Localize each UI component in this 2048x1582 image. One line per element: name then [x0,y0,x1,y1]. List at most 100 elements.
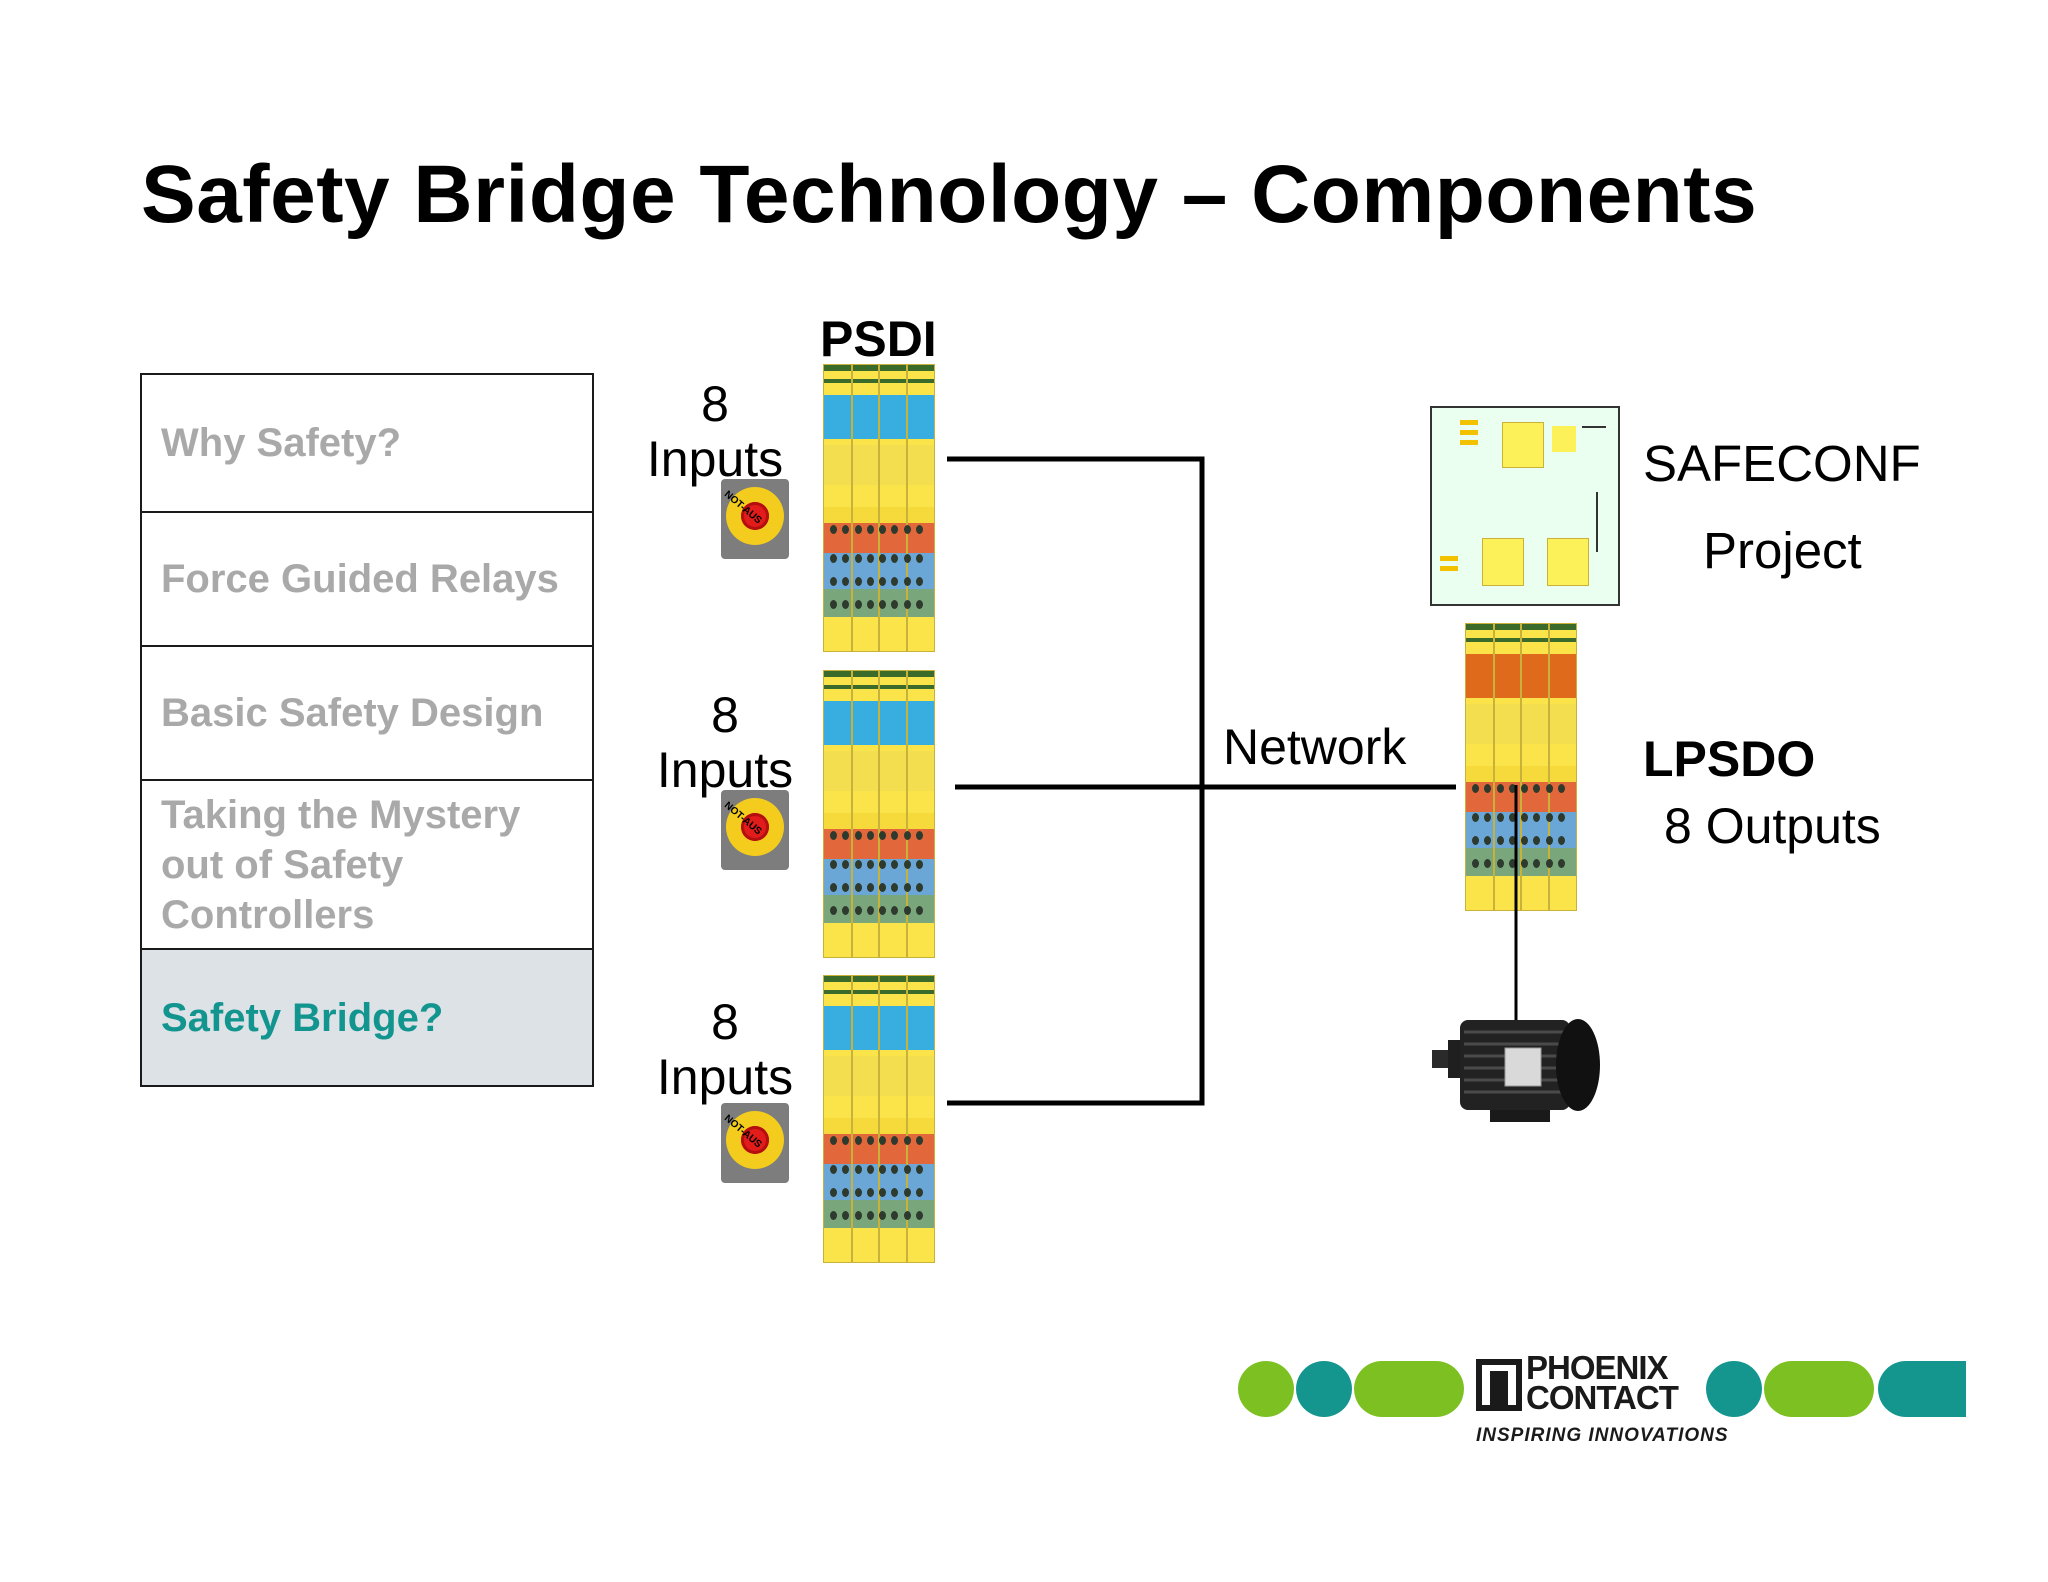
terminal-screw [915,525,923,535]
outputs-label: 8 Outputs [1664,798,1881,854]
nav-item-label: Why Safety? [161,421,402,465]
module-divider [878,671,880,957]
logo-wordmark: PHOENIX CONTACT [1526,1349,1679,1416]
terminal-screw [842,1136,850,1146]
terminal-screw [842,831,850,841]
terminal-screw [830,1164,837,1174]
terminal-screw [903,859,911,869]
module-divider [905,671,908,957]
terminal-screw [903,1210,911,1220]
nav-item-why-safety[interactable]: Why Safety? [142,375,592,513]
inputs-1-count: 8 [701,376,729,432]
terminal-screw [1484,835,1492,845]
terminal-screw [854,859,862,869]
terminal-screw [842,1210,850,1220]
logo-tagline: INSPIRING INNOVATIONS [1476,1425,1729,1446]
psdi-module-3 [823,975,935,1263]
terminal-screw [879,1210,886,1220]
terminal-screw [879,905,886,915]
module-divider [850,671,853,957]
terminal-screw [1557,784,1565,794]
terminal-screw [1484,812,1492,822]
terminal-screw [1472,835,1479,845]
terminal-screw [879,1136,886,1146]
nav-item-safety-bridge[interactable]: Safety Bridge? [142,950,592,1085]
terminal-screw [866,1164,874,1174]
terminal-screw [1545,784,1553,794]
terminal-screw [915,831,923,841]
terminal-screw [891,882,899,892]
network-bus-line [947,456,1205,1106]
terminal-screw [891,553,899,563]
terminal-screw [891,1164,899,1174]
terminal-screw [915,1187,923,1197]
terminal-screw [1472,784,1479,794]
terminal-screw [1496,835,1504,845]
terminal-screw [854,905,862,915]
terminal-screw [1545,812,1553,822]
terminal-screw [866,882,874,892]
psdi-label: PSDI [820,311,937,367]
terminal-screw [879,859,886,869]
terminal-screw [1557,812,1565,822]
nav-item-force-guided-relays[interactable]: Force Guided Relays [142,513,592,647]
terminal-screw [866,599,874,609]
terminal-screw [903,882,911,892]
terminal-screw [830,1187,837,1197]
terminal-screw [830,831,837,841]
module-divider [850,976,853,1262]
nav-item-label: Basic Safety Design [161,691,544,735]
module-divider [878,976,880,1262]
lpsdo-label: LPSDO [1643,731,1816,787]
terminal-screw [915,1136,923,1146]
inputs-3-count: 8 [711,994,739,1050]
terminal-screw [1557,858,1565,868]
terminal-screw [915,576,923,586]
terminal-screw [891,1187,899,1197]
terminal-screw [842,882,850,892]
nav-item-basic-safety-design[interactable]: Basic Safety Design [142,647,592,781]
terminal-screw [903,599,911,609]
terminal-screw [842,576,850,586]
terminal-screw [854,576,862,586]
terminal-screw [903,905,911,915]
terminal-screw [891,599,899,609]
terminal-screw [879,599,886,609]
page-title: Safety Bridge Technology – Components [141,149,1758,240]
terminal-screw [1508,835,1516,845]
terminal-screw [915,1210,923,1220]
terminal-screw [866,1136,874,1146]
terminal-screw [915,553,923,563]
terminal-screw [879,525,886,535]
terminal-screw [854,525,862,535]
nav-item-label: Force Guided Relays [161,557,559,601]
terminal-screw [866,859,874,869]
terminal-screw [854,1210,862,1220]
terminal-screw [879,831,886,841]
terminal-screw [1533,858,1541,868]
terminal-screw [1521,812,1528,822]
terminal-screw [903,1136,911,1146]
nav-item-safety-controllers[interactable]: Taking the Mystery out of Safety Control… [142,781,592,950]
terminal-screw [879,882,886,892]
terminal-screw [903,1164,911,1174]
terminal-screw [854,1187,862,1197]
safeconf-label: SAFECONF [1643,435,1921,492]
terminal-screw [915,905,923,915]
terminal-screw [1472,858,1479,868]
terminal-screw [830,882,837,892]
terminal-screw [891,859,899,869]
terminal-screw [1521,784,1528,794]
terminal-screw [903,831,911,841]
terminal-screw [1521,835,1528,845]
module-divider [905,365,908,651]
module-divider [1547,624,1550,910]
emergency-stop-icon: NOT-AUS [721,479,789,559]
terminal-screw [915,859,923,869]
terminal-screw [1533,812,1541,822]
terminal-screw [1557,835,1565,845]
terminal-screw [866,576,874,586]
terminal-screw [842,1187,850,1197]
terminal-screw [830,525,837,535]
